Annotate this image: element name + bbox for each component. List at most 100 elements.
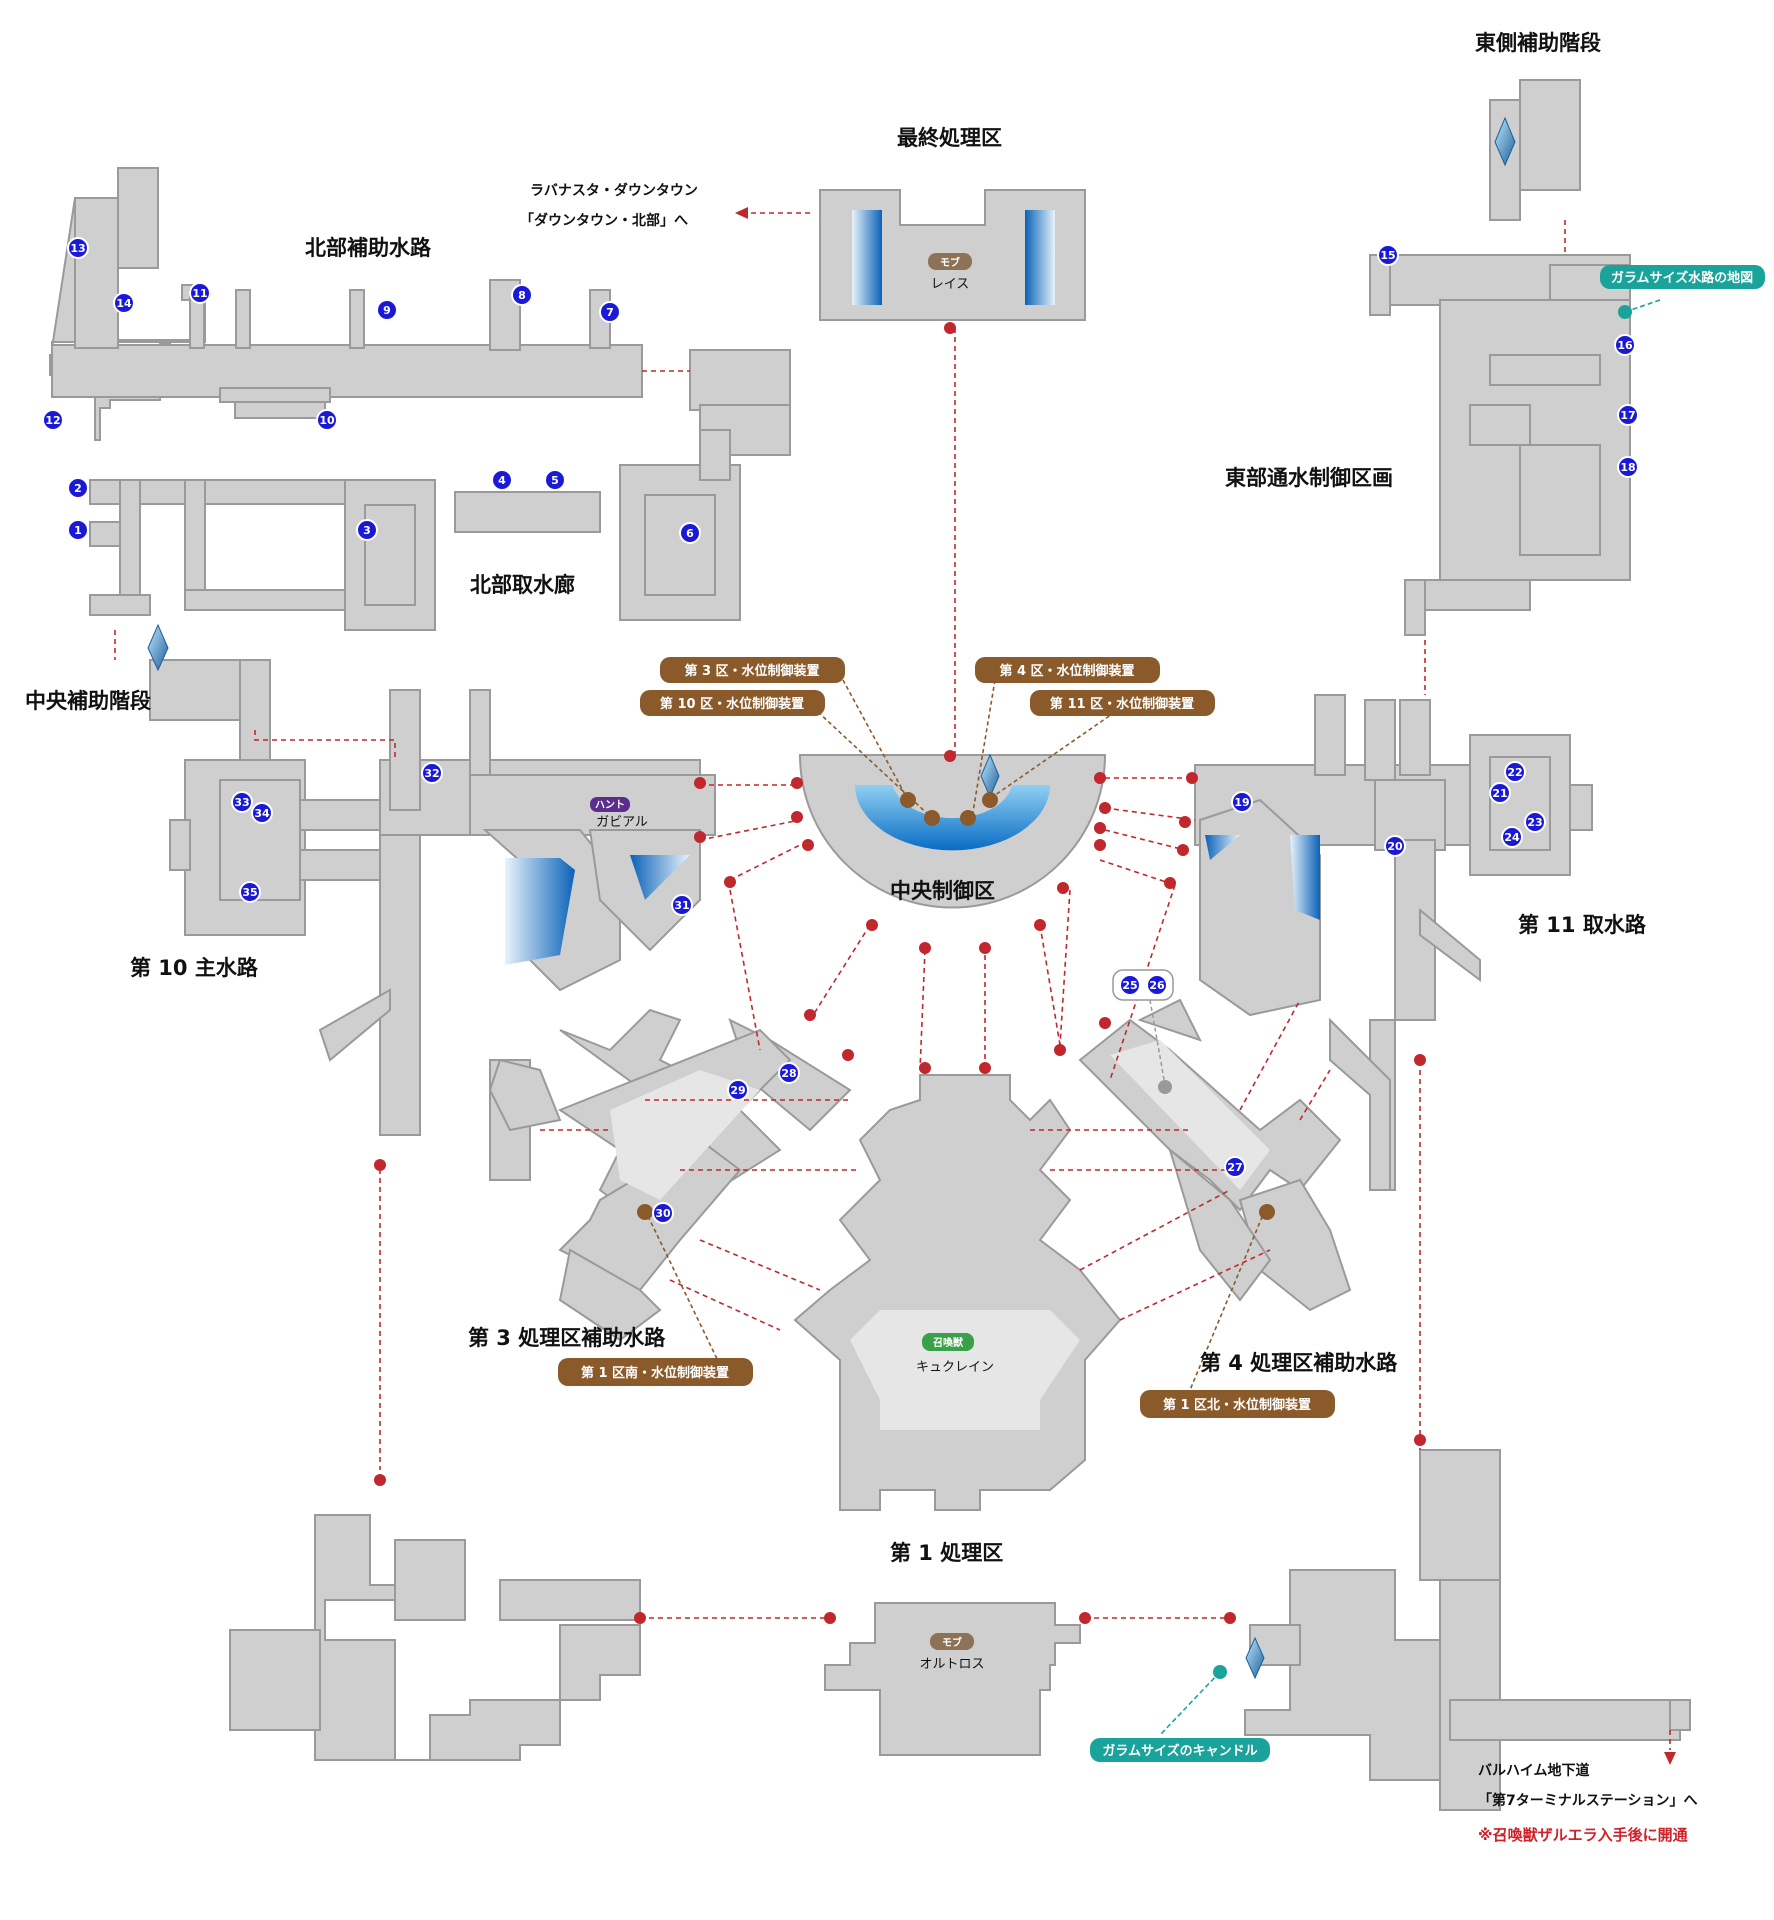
marker-label-33: 33 [234, 796, 249, 809]
svg-text:モブ: モブ [940, 256, 960, 269]
marker-label-24: 24 [1504, 831, 1520, 844]
marker-label-29: 29 [730, 1084, 745, 1097]
marker-label-7: 7 [606, 306, 614, 319]
area-third-aux: 第 3 処理区補助水路 [468, 1326, 666, 1350]
marker-24 [1501, 826, 1523, 848]
marker-label-28: 28 [781, 1067, 796, 1080]
marker-label-3: 3 [363, 524, 371, 537]
crystal-icon [1245, 1636, 1265, 1680]
connector-dots [374, 322, 1426, 1624]
first-processing-room [793, 1074, 1122, 1511]
marker-28 [778, 1062, 800, 1084]
marker-5 [544, 469, 566, 491]
svg-text:第 1 区北・水位制御装置: 第 1 区北・水位制御装置 [1163, 1397, 1311, 1413]
svg-text:第 1 区南・水位制御装置: 第 1 区南・水位制御装置 [581, 1365, 729, 1381]
crystal-icon [147, 623, 169, 672]
marker-21 [1489, 782, 1511, 804]
device-pill-d1s: 第 1 区南・水位制御装置 [558, 1358, 753, 1386]
svg-text:ガビアル: ガビアル [596, 815, 648, 830]
marker-33 [231, 791, 253, 813]
marker-8 [511, 284, 533, 306]
marker-34 [251, 802, 273, 824]
marker-17 [1617, 404, 1639, 426]
exit-arrow-icon [735, 207, 748, 219]
fourth-aux-rooms [1078, 998, 1352, 1312]
marker-label-30: 30 [655, 1207, 671, 1220]
marker-label-21: 21 [1492, 787, 1507, 800]
tenth-main-rooms [169, 689, 716, 1181]
svg-text:ガラムサイズのキャンドル: ガラムサイズのキャンドル [1102, 1743, 1257, 1759]
marker-label-9: 9 [383, 304, 391, 317]
svg-text:ガラムサイズ水路の地図: ガラムサイズ水路の地図 [1611, 270, 1753, 286]
exit-arrow-icon [1664, 1752, 1676, 1765]
area-north-aux-waterway: 北部補助水路 [305, 236, 432, 260]
exit-south-line1: バルハイム地下道 [1478, 1762, 1589, 1779]
marker-32 [421, 762, 443, 784]
teal-candle-label: ガラムサイズのキャンドル [1090, 1665, 1270, 1762]
teal-map-label: ガラムサイズ水路の地図 [1600, 265, 1765, 319]
svg-text:キュクレイン: キュクレイン [916, 1360, 994, 1375]
marker-label-13: 13 [70, 242, 85, 255]
marker-35 [239, 881, 261, 903]
marker-4 [491, 469, 513, 491]
marker-label-34: 34 [254, 807, 270, 820]
marker-label-20: 20 [1387, 840, 1403, 853]
svg-text:オルトロス: オルトロス [919, 1657, 984, 1672]
marker-label-10: 10 [319, 414, 335, 427]
marker-2 [67, 477, 89, 499]
device-pill-d4: 第 4 区・水位制御装置 [975, 657, 1160, 683]
exit-south-note: ※召喚獣ザルエラ入手後に開通 [1478, 1826, 1688, 1844]
mob-wraith: モブ レイス [928, 253, 972, 292]
marker-27 [1224, 1156, 1246, 1178]
marker-20 [1384, 835, 1406, 857]
marker-1 [67, 519, 89, 541]
marker-label-14: 14 [116, 297, 132, 310]
svg-text:召喚獣: 召喚獣 [933, 1336, 964, 1349]
marker-3 [356, 519, 378, 541]
area-central-aux-stairs: 中央補助階段 [25, 689, 151, 713]
area-fourth-aux: 第 4 処理区補助水路 [1200, 1351, 1398, 1375]
marker-30 [652, 1202, 674, 1224]
marker-9 [376, 299, 398, 321]
marker-label-5: 5 [551, 474, 559, 487]
marker-label-6: 6 [686, 527, 694, 540]
exit-south-line2: 「第7ターミナルステーション」へ [1478, 1792, 1697, 1809]
marker-label-26: 26 [1149, 979, 1165, 992]
area-north-intake: 北部取水廊 [470, 573, 575, 597]
marker-label-11: 11 [192, 287, 207, 300]
marker-label-12: 12 [45, 414, 60, 427]
marker-label-18: 18 [1620, 461, 1635, 474]
marker-label-15: 15 [1380, 249, 1395, 262]
svg-text:第 4 区・水位制御装置: 第 4 区・水位制御装置 [999, 663, 1134, 679]
marker-label-17: 17 [1620, 409, 1635, 422]
marker-label-16: 16 [1617, 339, 1633, 352]
area-central-control: 中央制御区 [890, 879, 995, 903]
area-eleventh-intake: 第 11 取水路 [1518, 913, 1647, 937]
svg-text:第 11 区・水位制御装置: 第 11 区・水位制御装置 [1050, 696, 1194, 712]
east-rooms [1369, 79, 1631, 636]
marker-15 [1377, 244, 1399, 266]
marker-label-31: 31 [674, 899, 689, 912]
svg-text:ハント: ハント [595, 799, 625, 811]
area-final-processing: 最終処理区 [897, 126, 1002, 150]
area-first-processing: 第 1 処理区 [890, 1541, 1003, 1565]
marker-23 [1524, 811, 1546, 833]
north-intake-rooms [89, 429, 741, 771]
marker-18 [1617, 456, 1639, 478]
marker-label-23: 23 [1527, 816, 1542, 829]
device-pill-d3: 第 3 区・水位制御装置 [660, 657, 845, 683]
exit-north-line2: 「ダウンタウン・北部」へ [520, 212, 688, 229]
svg-text:第 3 区・水位制御装置: 第 3 区・水位制御装置 [684, 663, 819, 679]
marker-label-32: 32 [424, 767, 439, 780]
marker-31 [671, 894, 693, 916]
marker-6 [679, 522, 701, 544]
marker-7 [599, 301, 621, 323]
marker-label-22: 22 [1507, 766, 1522, 779]
mob-orthros: モブ オルトロス [919, 1633, 985, 1672]
marker-25 [1119, 974, 1141, 996]
marker-label-27: 27 [1227, 1161, 1242, 1174]
marker-11 [189, 282, 211, 304]
marker-label-8: 8 [518, 289, 526, 302]
summon-kuklein: 召喚獣 キュクレイン [916, 1333, 994, 1375]
